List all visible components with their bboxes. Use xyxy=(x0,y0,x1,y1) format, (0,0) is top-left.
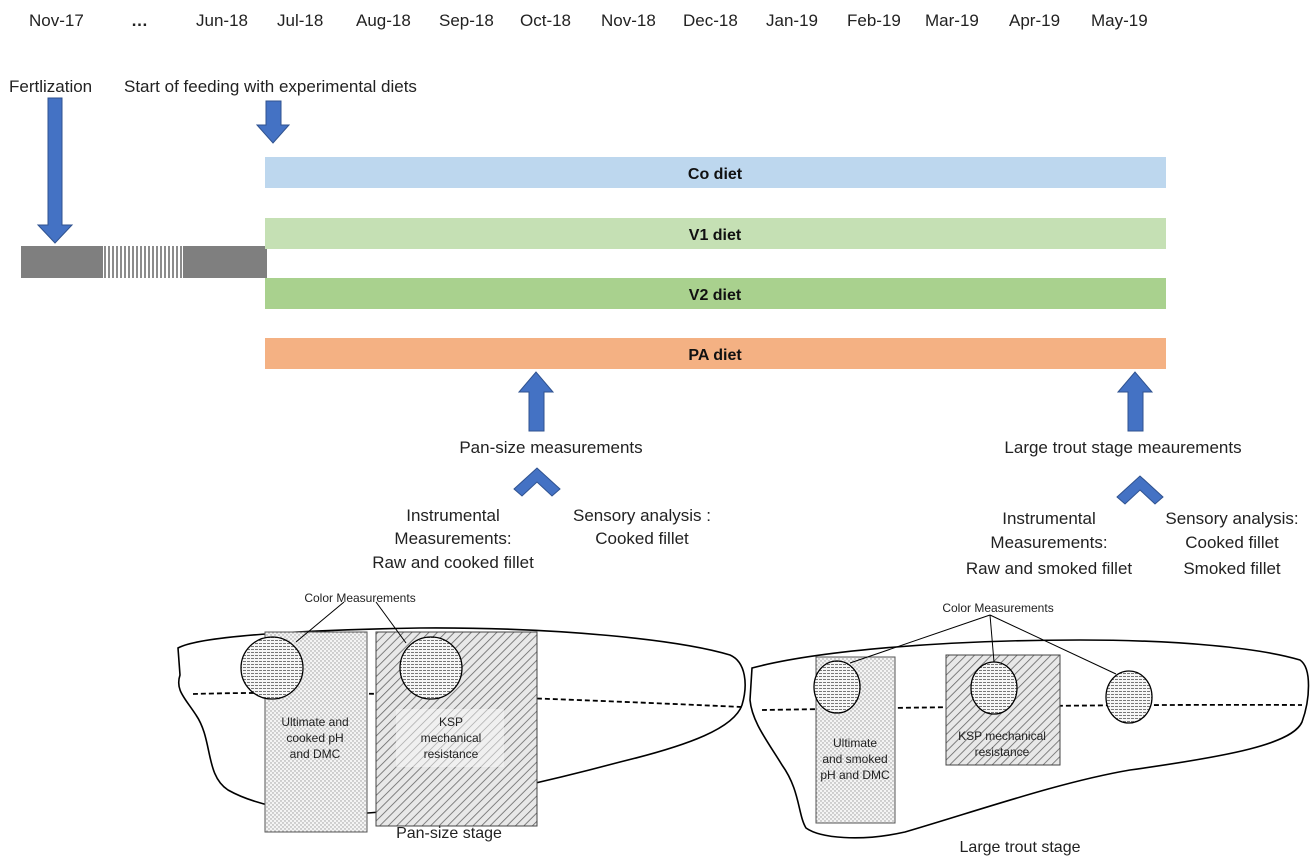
month-ellipsis: … xyxy=(131,11,148,30)
pan-size-fillet: Color Measurements Ultimate and cooked p… xyxy=(177,591,746,842)
svg-text:resistance: resistance xyxy=(424,747,479,761)
color-measurement-circle xyxy=(1105,670,1153,724)
fertilization-arrow-icon xyxy=(36,97,74,244)
timeline: Nov-17 … Jun-18 Jul-18 Aug-18 Sep-18 Oct… xyxy=(29,11,1148,30)
svg-text:mechanical: mechanical xyxy=(421,731,482,745)
svg-text:Measurements:: Measurements: xyxy=(990,533,1107,552)
month-label: Oct-18 xyxy=(520,11,571,30)
feeding-start-arrow-icon xyxy=(255,100,291,144)
month-label: Nov-17 xyxy=(29,11,84,30)
color-measurements-label: Color Measurements xyxy=(942,601,1053,615)
month-label: Apr-19 xyxy=(1009,11,1060,30)
color-measurement-circle xyxy=(813,660,861,714)
color-measurement-circle xyxy=(970,661,1018,715)
pan-size-sensory-text: Sensory analysis : Cooked fillet xyxy=(573,506,711,548)
fillet-midline xyxy=(761,703,1303,711)
ksp-label-bg xyxy=(396,709,504,767)
svg-text:KSP mechanical: KSP mechanical xyxy=(958,729,1046,743)
fertilization-label: Fertlization xyxy=(9,77,92,96)
month-label: Jun-18 xyxy=(196,11,248,30)
diet-label: V2 diet xyxy=(689,287,742,304)
pan-size-instrumental-text: Instrumental Measurements: Raw and cooke… xyxy=(372,506,534,572)
svg-text:Raw and smoked fillet: Raw and smoked fillet xyxy=(966,559,1133,578)
month-label: Jan-19 xyxy=(766,11,818,30)
color-measurement-circle xyxy=(240,636,304,700)
pan-size-title: Pan-size measurements xyxy=(459,438,642,457)
month-label: Aug-18 xyxy=(356,11,411,30)
large-trout-fillet: Color Measurements Ultimate and smoked p… xyxy=(749,601,1310,856)
svg-text:Ultimate: Ultimate xyxy=(833,736,877,750)
svg-text:Cooked fillet: Cooked fillet xyxy=(1185,533,1279,552)
svg-text:and DMC: and DMC xyxy=(290,747,341,761)
month-label: Jul-18 xyxy=(277,11,323,30)
diet-bar-pa: PA diet xyxy=(265,338,1166,369)
pointer-line xyxy=(295,601,345,643)
diet-bar-v1: V1 diet xyxy=(265,218,1166,249)
pre-feeding-bar xyxy=(21,246,267,278)
diet-label: V1 diet xyxy=(689,227,742,244)
ph-dmc-label: Ultimate and cooked pH and DMC xyxy=(281,715,348,761)
pointer-line xyxy=(989,614,995,663)
svg-text:Sensory analysis:: Sensory analysis: xyxy=(1165,509,1298,528)
svg-text:Sensory analysis :: Sensory analysis : xyxy=(573,506,711,525)
diet-label: PA diet xyxy=(688,347,742,364)
month-label: Nov-18 xyxy=(601,11,656,30)
svg-text:Raw and cooked fillet: Raw and cooked fillet xyxy=(372,553,534,572)
large-trout-stage-label: Large trout stage xyxy=(960,839,1081,856)
pointer-line xyxy=(989,614,1117,675)
svg-text:and smoked: and smoked xyxy=(822,752,887,766)
large-trout-sensory-text: Sensory analysis: Cooked fillet Smoked f… xyxy=(1165,509,1298,578)
month-label: Dec-18 xyxy=(683,11,738,30)
month-label: Sep-18 xyxy=(439,11,494,30)
svg-text:Instrumental: Instrumental xyxy=(406,506,500,525)
month-label: May-19 xyxy=(1091,11,1148,30)
svg-text:resistance: resistance xyxy=(975,745,1030,759)
ph-dmc-label: Ultimate and smoked pH and DMC xyxy=(820,736,890,782)
svg-text:Ultimate and: Ultimate and xyxy=(281,715,348,729)
svg-text:KSP: KSP xyxy=(439,715,463,729)
diet-bar-v2: V2 diet xyxy=(265,278,1166,309)
diet-bar-co: Co diet xyxy=(265,157,1166,188)
svg-text:Cooked fillet: Cooked fillet xyxy=(595,529,689,548)
feeding-start-label: Start of feeding with experimental diets xyxy=(124,77,417,96)
pointer-line xyxy=(375,601,407,644)
color-measurement-circle xyxy=(399,636,463,700)
month-label: Mar-19 xyxy=(925,11,979,30)
color-measurements-label: Color Measurements xyxy=(304,591,415,605)
svg-text:Instrumental: Instrumental xyxy=(1002,509,1096,528)
pointer-line xyxy=(849,614,991,664)
ksp-label: KSP mechanical resistance xyxy=(421,715,482,761)
large-trout-arrow-icon xyxy=(1116,371,1154,432)
large-trout-split-arrow-icon xyxy=(1116,475,1164,505)
ksp-label: KSP mechanical resistance xyxy=(958,729,1046,759)
large-trout-title: Large trout stage meaurements xyxy=(1004,438,1241,457)
pan-size-arrow-icon xyxy=(517,371,555,432)
diet-label: Co diet xyxy=(688,166,743,183)
svg-text:Smoked fillet: Smoked fillet xyxy=(1183,559,1281,578)
pan-size-stage-label: Pan-size stage xyxy=(396,825,502,842)
month-label: Feb-19 xyxy=(847,11,901,30)
svg-text:cooked pH: cooked pH xyxy=(286,731,343,745)
svg-text:Measurements:: Measurements: xyxy=(394,529,511,548)
svg-text:pH and DMC: pH and DMC xyxy=(820,768,890,782)
pan-size-split-arrow-icon xyxy=(513,467,561,497)
large-trout-instrumental-text: Instrumental Measurements: Raw and smoke… xyxy=(966,509,1133,578)
